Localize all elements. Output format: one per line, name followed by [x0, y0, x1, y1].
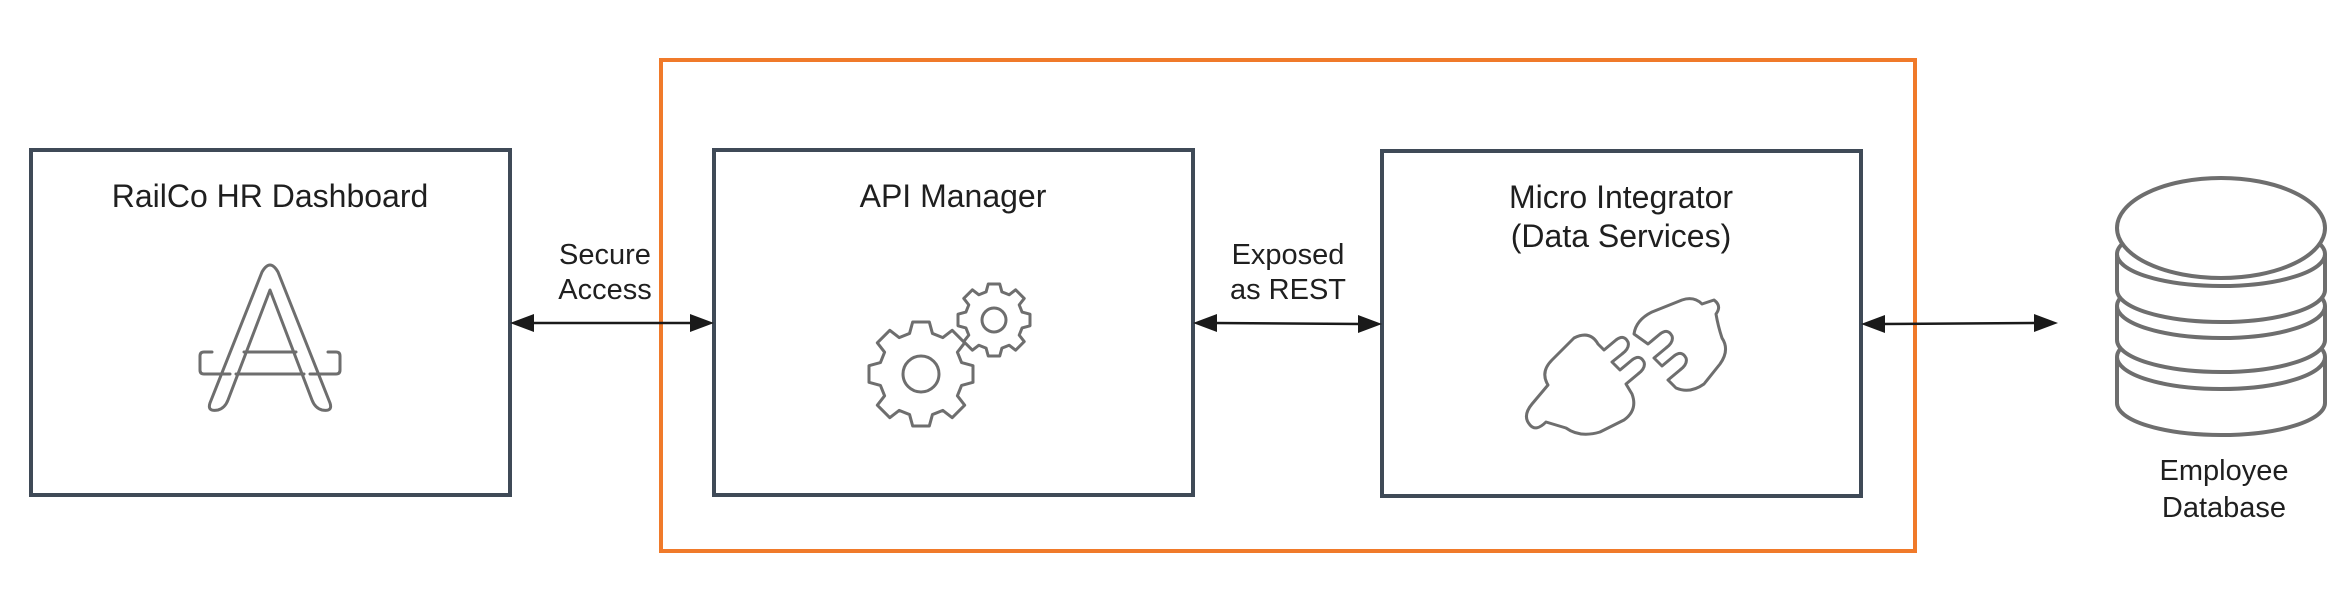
- api-manager-title: API Manager: [860, 178, 1047, 214]
- api-manager-node[interactable]: API Manager: [712, 148, 1195, 497]
- edge-exposed-rest-label-line1: Exposed: [1232, 239, 1345, 271]
- micro-integrator-node[interactable]: Micro Integrator (Data Services): [1380, 149, 1863, 498]
- edge-secure-access-label-line2: Access: [558, 274, 651, 306]
- gears-icon: [869, 284, 1030, 426]
- edge-secure-access-label-line1: Secure: [559, 239, 651, 271]
- employee-database-label-line1: Employee: [2160, 455, 2289, 487]
- edge-exposed-rest-label-line2: as REST: [1230, 274, 1346, 306]
- database-icon: [2115, 176, 2327, 437]
- micro-integrator-subtitle: (Data Services): [1511, 218, 1732, 254]
- hr-dashboard-node[interactable]: RailCo HR Dashboard: [29, 148, 512, 497]
- employee-database-label-line2: Database: [2162, 492, 2286, 524]
- platform-group-boundary: [659, 58, 1917, 553]
- hr-dashboard-title: RailCo HR Dashboard: [112, 178, 429, 214]
- application-icon: [198, 263, 342, 412]
- plug-connector-icon: [1525, 297, 1727, 436]
- edge-database-link: [1861, 314, 2058, 333]
- edge-secure-access: Secure Access: [510, 239, 714, 332]
- edge-exposed-rest: Exposed as REST: [1193, 239, 1382, 333]
- employee-database-node[interactable]: Employee Database: [2115, 176, 2327, 524]
- micro-integrator-title: Micro Integrator: [1509, 179, 1733, 215]
